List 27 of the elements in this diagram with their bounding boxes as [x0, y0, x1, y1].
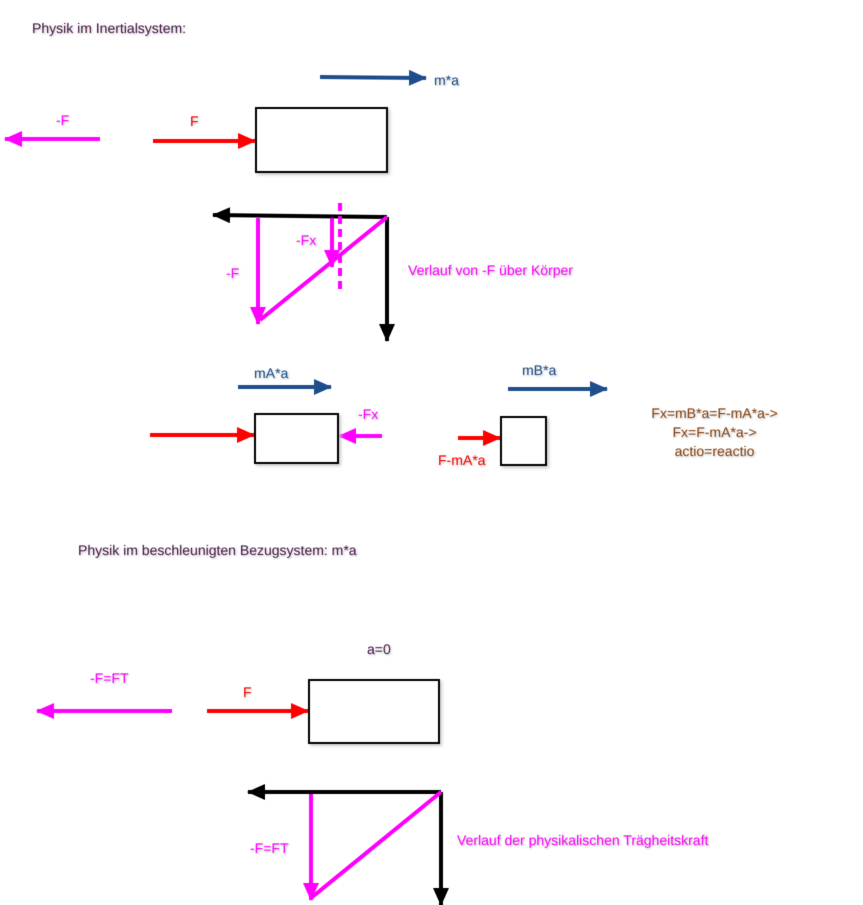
- force-label: -F: [226, 265, 240, 281]
- graph-caption: Verlauf von -F über Körper: [408, 262, 573, 278]
- graph-caption: Verlauf der physikalischen Trägheitskraft: [457, 832, 708, 848]
- body-box: [500, 416, 547, 466]
- force-arrow: [150, 427, 255, 443]
- body-box: [255, 107, 388, 173]
- force-label: -F=FT: [90, 670, 128, 686]
- force-label: -F: [56, 112, 70, 128]
- force-arrow: [153, 133, 256, 149]
- force-label: mB*a: [522, 362, 556, 378]
- formula-text: Fx=mB*a=F-mA*a-> Fx=F-mA*a-> actio=reactio: [650, 404, 779, 461]
- force-label: -F=FT: [250, 840, 288, 856]
- force-arrow: [458, 430, 501, 446]
- heading: Physik im beschleunigten Bezugsystem: m*a: [78, 542, 357, 558]
- force-arrow: [207, 703, 309, 719]
- force-label: m*a: [434, 72, 459, 88]
- force-label: mA*a: [254, 365, 288, 381]
- edge-label: F-mA*a: [438, 452, 486, 468]
- body-box: [254, 413, 339, 464]
- heading: Physik im Inertialsystem:: [32, 20, 186, 36]
- edge-label: F: [190, 113, 199, 129]
- force-label: -Fx: [296, 232, 316, 248]
- acceleration-label: a=0: [367, 641, 391, 657]
- edge-label: F: [243, 684, 252, 700]
- force-arrow: [338, 428, 382, 444]
- edge-label: -Fx: [358, 406, 378, 422]
- body-box: [308, 679, 440, 744]
